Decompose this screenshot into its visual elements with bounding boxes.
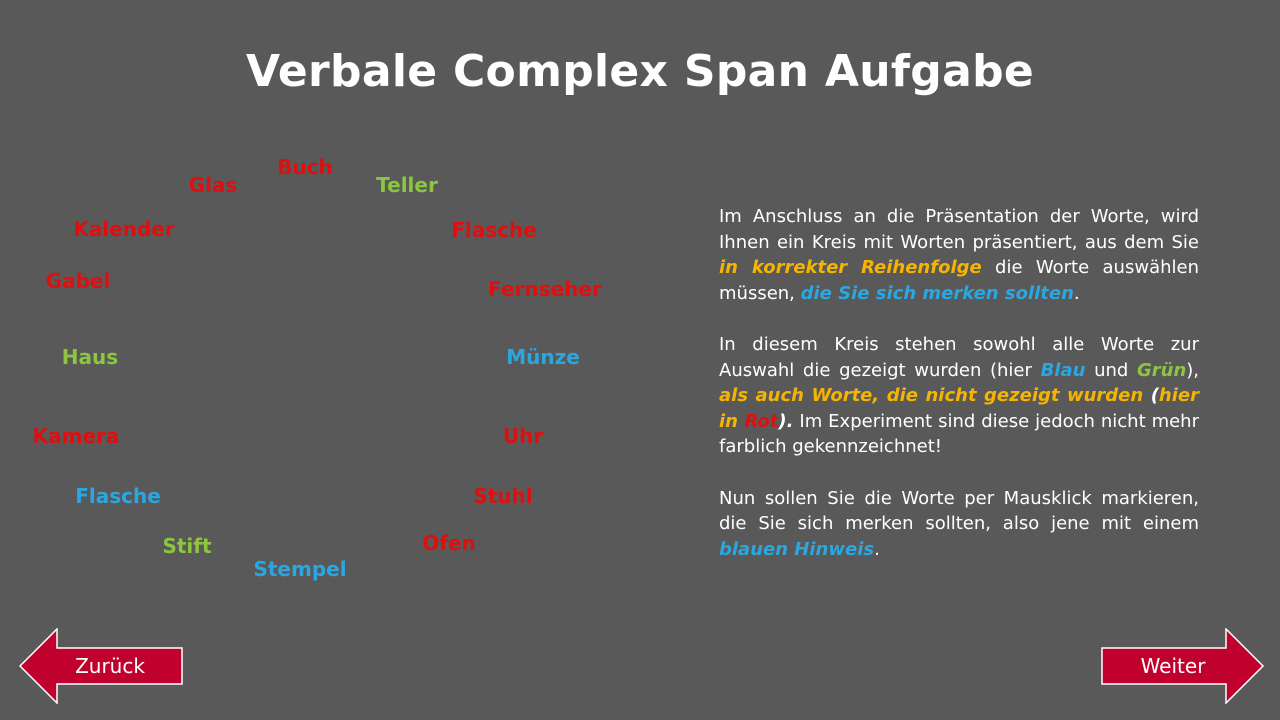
instruction-text: (	[1143, 385, 1159, 407]
instruction-text: ).	[778, 410, 794, 432]
page-title: Verbale Complex Span Aufgabe	[245, 46, 1035, 97]
highlight-green: Grün	[1136, 359, 1187, 381]
instruction-paragraph-1: Im Anschluss an die Präsentation der Wor…	[719, 204, 1199, 306]
instruction-text: und	[1085, 359, 1137, 381]
instruction-text: Im Anschluss an die Präsentation der Wor…	[719, 206, 1199, 253]
circle-word[interactable]: Stuhl	[473, 484, 533, 508]
instruction-text: In diesem Kreis stehen sowohl alle Worte…	[719, 333, 1199, 381]
instruction-paragraph-2: In diesem Kreis stehen sowohl alle Worte…	[719, 332, 1199, 460]
circle-word[interactable]: Kalender	[73, 217, 175, 241]
instruction-text: die Worte auswählen müssen,	[719, 257, 1199, 304]
circle-word[interactable]: Fernseher	[488, 277, 602, 301]
instruction-paragraph-3: Nun sollen Sie die Worte per Mausklick m…	[719, 486, 1199, 563]
circle-word[interactable]: Kamera	[32, 424, 120, 448]
circle-word[interactable]: Buch	[277, 155, 333, 179]
instruction-text: .	[874, 538, 880, 560]
highlight-not-shown: als auch Worte, die nicht gezeigt wurden	[719, 385, 1144, 407]
next-button-label: Weiter	[1140, 654, 1206, 678]
instruction-text: ),	[1186, 359, 1200, 381]
circle-word[interactable]: Gabel	[45, 269, 111, 293]
circle-word[interactable]: Ofen	[422, 531, 476, 555]
circle-word[interactable]: Stift	[162, 534, 212, 558]
instruction-text: Im Experiment sind diese jedoch nicht me…	[719, 410, 1199, 458]
back-button-label: Zurück	[75, 654, 145, 678]
left-arrow-icon	[19, 628, 183, 704]
circle-word[interactable]: Uhr	[502, 424, 544, 448]
highlight-here-in: hier in	[719, 385, 1199, 432]
right-arrow-icon	[1101, 628, 1265, 704]
instruction-text: .	[1073, 282, 1080, 304]
back-button[interactable]: Zurück	[19, 628, 184, 704]
circle-word[interactable]: Münze	[506, 345, 580, 369]
highlight-blue-hint: blauen Hinweis	[719, 538, 875, 560]
circle-word[interactable]: Stempel	[253, 557, 347, 581]
instruction-text: Nun sollen Sie die Worte per Mausklick m…	[719, 487, 1199, 535]
circle-word[interactable]: Teller	[376, 173, 438, 197]
highlight-red: Rot	[744, 410, 779, 432]
highlight-blue: Blau	[1040, 359, 1086, 381]
instructions: Im Anschluss an die Präsentation der Wor…	[719, 204, 1199, 588]
next-button[interactable]: Weiter	[1100, 628, 1265, 704]
highlight-order: in korrekter Reihenfolge	[719, 257, 982, 279]
circle-word[interactable]: Flasche	[75, 484, 161, 508]
circle-word[interactable]: Glas	[188, 173, 238, 197]
highlight-remembered: die Sie sich merken sollten	[800, 282, 1074, 304]
circle-word[interactable]: Haus	[61, 345, 119, 369]
circle-word[interactable]: Flasche	[451, 218, 537, 242]
